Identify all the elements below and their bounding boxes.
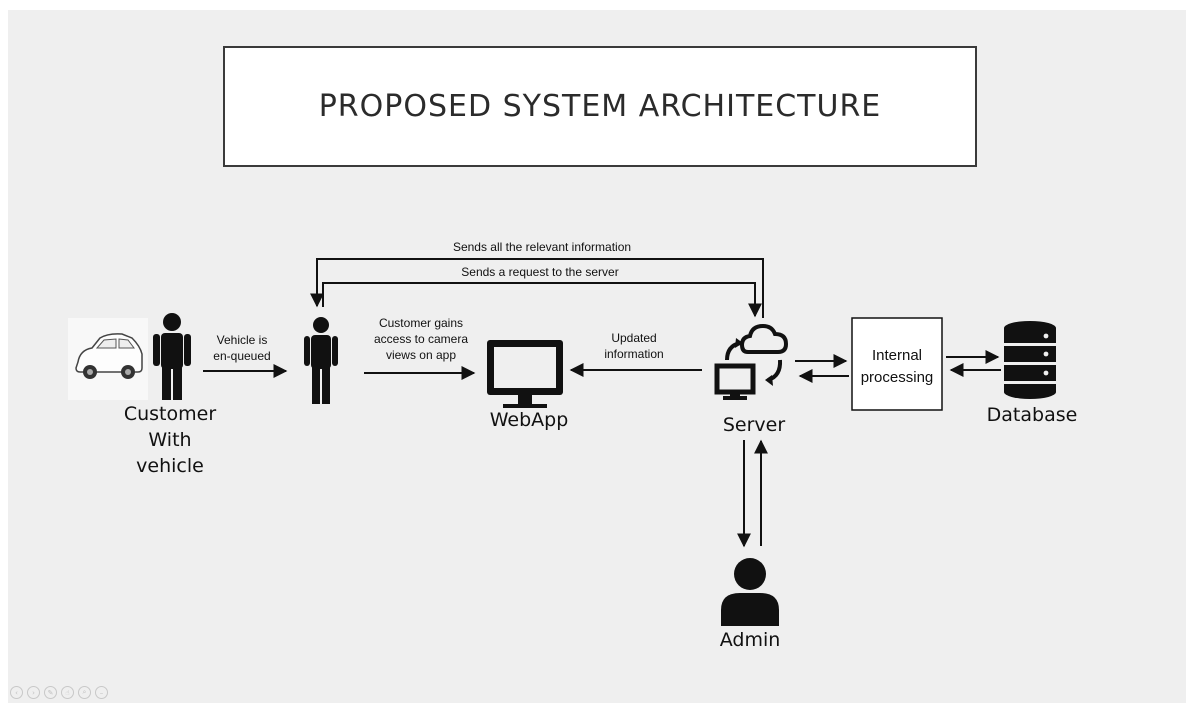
queued-person-icon <box>304 317 338 404</box>
database-icon <box>1004 321 1056 399</box>
customer-person-icon <box>153 313 191 400</box>
internal-processing-box <box>851 317 943 411</box>
sends-request-arrow <box>322 282 762 318</box>
internal-processing-label-line1: Internal <box>872 347 922 364</box>
pen-icon[interactable]: ✎ <box>44 686 57 699</box>
database-label: Database <box>987 404 1078 426</box>
admin-icon <box>721 558 779 626</box>
access-label-line1: Customer gains <box>379 316 463 330</box>
slide-player-controls: ‹ › ✎ ☝ ⌕ – <box>10 686 108 699</box>
next-icon[interactable]: › <box>27 686 40 699</box>
zoom-icon[interactable]: ⌕ <box>78 686 91 699</box>
access-label-line2: access to camera <box>374 332 468 346</box>
title-box: PROPOSED SYSTEM ARCHITECTURE <box>223 46 977 167</box>
updated-info-label-line1: Updated <box>611 331 656 345</box>
server-label: Server <box>723 414 785 436</box>
page-title: PROPOSED SYSTEM ARCHITECTURE <box>318 89 882 124</box>
customer-label-line3: vehicle <box>136 455 204 477</box>
menu-icon[interactable]: – <box>95 686 108 699</box>
car-icon <box>68 318 148 400</box>
server-icon <box>714 323 789 400</box>
sends-all-arrow <box>310 258 764 318</box>
sends-all-label: Sends all the relevant information <box>453 240 631 254</box>
admin-label: Admin <box>720 629 781 651</box>
internal-processing-label-line2: processing <box>861 369 934 386</box>
customer-label-line1: Customer <box>124 403 216 425</box>
enqueue-label-line1: Vehicle is <box>217 333 268 347</box>
webapp-label: WebApp <box>490 409 569 431</box>
access-label-line3: views on app <box>386 348 456 362</box>
updated-info-label-line2: information <box>604 347 663 361</box>
top-strip <box>0 0 1186 10</box>
customer-label-line2: With <box>148 429 191 451</box>
pointer-icon[interactable]: ☝ <box>61 686 74 699</box>
enqueue-label-line2: en-queued <box>213 349 270 363</box>
monitor-icon <box>487 340 563 408</box>
sends-request-label: Sends a request to the server <box>461 265 618 279</box>
previous-icon[interactable]: ‹ <box>10 686 23 699</box>
